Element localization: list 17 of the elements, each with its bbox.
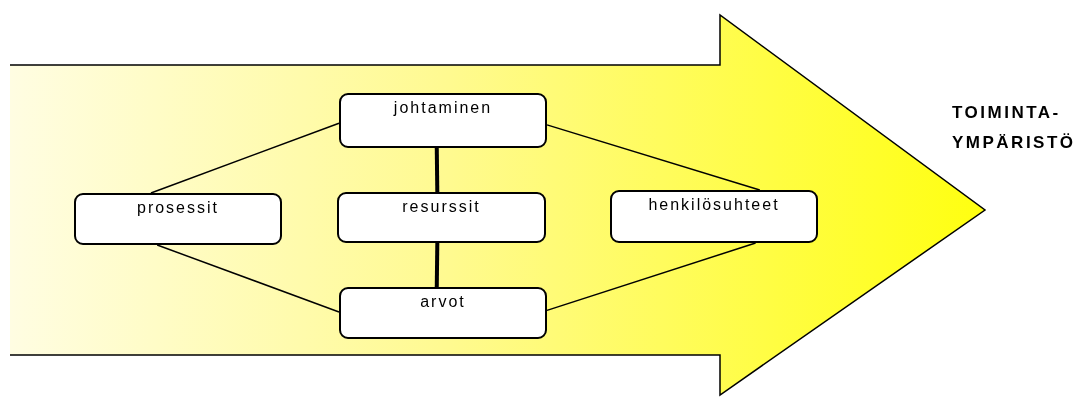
connector-line bbox=[434, 242, 440, 288]
connector-line bbox=[546, 242, 757, 312]
side-label: TOIMINTA- YMPÄRISTÖ bbox=[952, 102, 1077, 154]
node-label: arvot bbox=[419, 292, 467, 311]
connector-line bbox=[546, 124, 761, 191]
rounded-box bbox=[339, 287, 547, 339]
connector-line bbox=[156, 244, 340, 313]
connector-line bbox=[434, 147, 440, 193]
node-label: henkilösuhteet bbox=[647, 195, 781, 214]
rounded-box bbox=[337, 192, 546, 243]
connector-line bbox=[150, 122, 340, 194]
node-label: prosessit bbox=[136, 198, 220, 217]
rounded-box bbox=[610, 190, 818, 243]
node-label: johtaminen bbox=[392, 98, 494, 117]
rounded-box bbox=[74, 193, 282, 245]
node-label: resurssit bbox=[401, 197, 482, 216]
rounded-box bbox=[339, 93, 547, 148]
